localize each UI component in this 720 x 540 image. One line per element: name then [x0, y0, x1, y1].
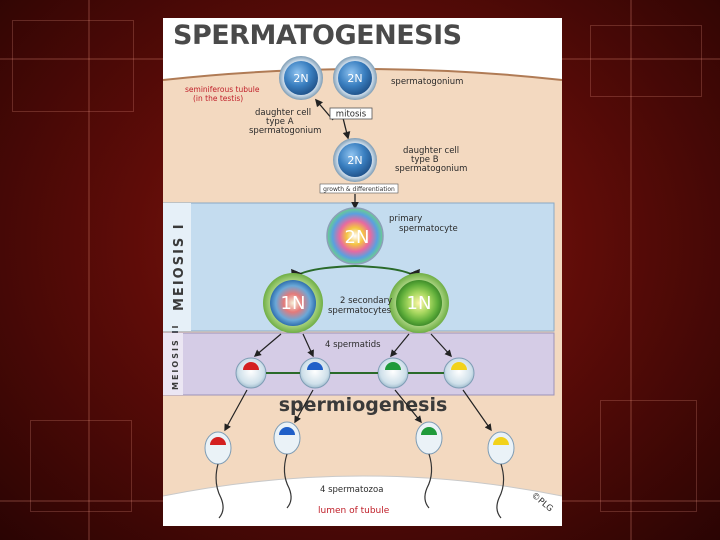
- spermatozoon-1: [204, 431, 232, 519]
- spermatozoon-2: [273, 421, 301, 509]
- spermiogenesis-arrow-2: [294, 389, 314, 424]
- spermatozoon-4: [487, 431, 515, 519]
- meiosis-2-band: [163, 332, 555, 396]
- primary-label-line2: spermatocyte: [399, 224, 458, 234]
- secondary-left-ploidy: 1N: [281, 293, 306, 314]
- spermiogenesis-arrow-1: [224, 389, 248, 432]
- lumen-label: lumen of tubule: [318, 506, 390, 516]
- spermatogonium-label: spermatogonium: [391, 77, 463, 87]
- meiosis-2-arrow-3: [390, 333, 410, 358]
- spermatogonium-ploidy: 2N: [347, 72, 362, 85]
- spermatids-label: 4 spermatids: [325, 340, 381, 350]
- growth-label: growth & differentiation: [323, 186, 395, 193]
- daughter-b-label-line2: type B: [411, 155, 439, 165]
- daughter-a-label-line3: spermatogonium: [249, 126, 321, 136]
- spermiogenesis-arrow-4: [462, 389, 492, 432]
- daughter-b-label-line1: daughter cell: [403, 146, 459, 156]
- type-a-cell-nucleus: [284, 61, 318, 95]
- background-line: [630, 0, 632, 540]
- spermiogenesis-label: spermiogenesis: [279, 394, 448, 416]
- daughter-a-label-line1: daughter cell: [255, 108, 311, 118]
- tubule-label-line1: seminiferous tubule: [185, 85, 260, 94]
- meiosis-2-label: MEIOSIS II: [171, 324, 180, 390]
- meiosis-1-side: [163, 203, 191, 331]
- secondary-label-line1: 2 secondary: [340, 296, 392, 306]
- type-b-cell-nucleus: [338, 143, 372, 177]
- primary-label-line1: primary: [389, 214, 422, 224]
- meiosis-2-arrow-1: [253, 333, 282, 357]
- meiosis-2-arrow-2: [302, 333, 314, 358]
- type-b-ploidy: 2N: [347, 154, 362, 167]
- growth-box: [319, 183, 399, 194]
- spermatozoa-label: 4 spermatozoa: [320, 485, 383, 495]
- spermiogenesis-arrow-3: [394, 389, 422, 424]
- spermatogenesis-diagram: SPERMATOGENESIS MEIOSIS I MEIOSIS II sem…: [163, 18, 562, 526]
- background-box: [590, 25, 702, 97]
- spermatid-1: [235, 357, 267, 389]
- primary-spermatocyte-ploidy: 2N: [345, 227, 370, 248]
- spermatid-2: [299, 357, 331, 389]
- spermatogonium-cell-nucleus: [338, 61, 372, 95]
- spermatid-3: [377, 357, 409, 389]
- daughter-a-label-line2: type A: [266, 117, 294, 127]
- background-box: [600, 400, 697, 512]
- secondary-label-line2: spermatocytes: [328, 306, 392, 316]
- lumen-area: [163, 476, 562, 526]
- spermatid-4: [443, 357, 475, 389]
- tubule-label-line2: (in the testis): [193, 94, 243, 103]
- mitosis-box: [329, 107, 373, 120]
- background-box: [12, 20, 134, 112]
- mitosis-label: mitosis: [336, 110, 367, 120]
- diagram-title: SPERMATOGENESIS: [173, 20, 462, 51]
- spermatozoon-3: [415, 421, 443, 509]
- secondary-right-ploidy: 1N: [407, 293, 432, 314]
- mitosis-arrow-to-b: [342, 117, 351, 140]
- meiosis-2-arrow-4: [430, 333, 452, 358]
- meiosis-1-label: MEIOSIS I: [172, 222, 187, 311]
- background-line: [88, 0, 90, 540]
- secondary-spermatocyte-left-nucleus: [270, 280, 316, 326]
- type-a-ploidy: 2N: [293, 72, 308, 85]
- primary-spermatocyte-cell: [326, 207, 384, 265]
- daughter-b-label-line3: spermatogonium: [395, 164, 467, 174]
- meiosis-2-side: [163, 333, 183, 395]
- secondary-spermatocyte-right-nucleus: [396, 280, 442, 326]
- background-box: [30, 420, 132, 512]
